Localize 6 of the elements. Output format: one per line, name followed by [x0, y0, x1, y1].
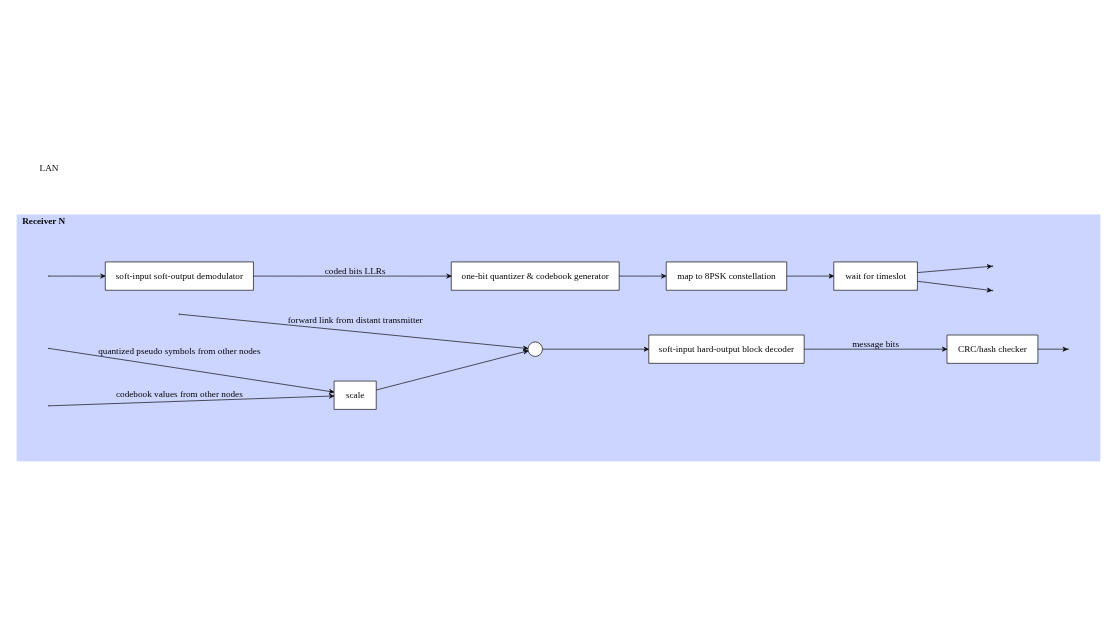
edge-label: codebook values from other nodes	[115, 388, 243, 399]
edge-label: quantized pseudo symbols from other nodes	[98, 345, 261, 356]
edge-label: message bits	[852, 338, 899, 349]
edge-label: coded bits LLRs	[324, 265, 386, 276]
edge-label: forward link from distant transmitter	[287, 314, 423, 325]
label: LAN	[39, 163, 59, 174]
